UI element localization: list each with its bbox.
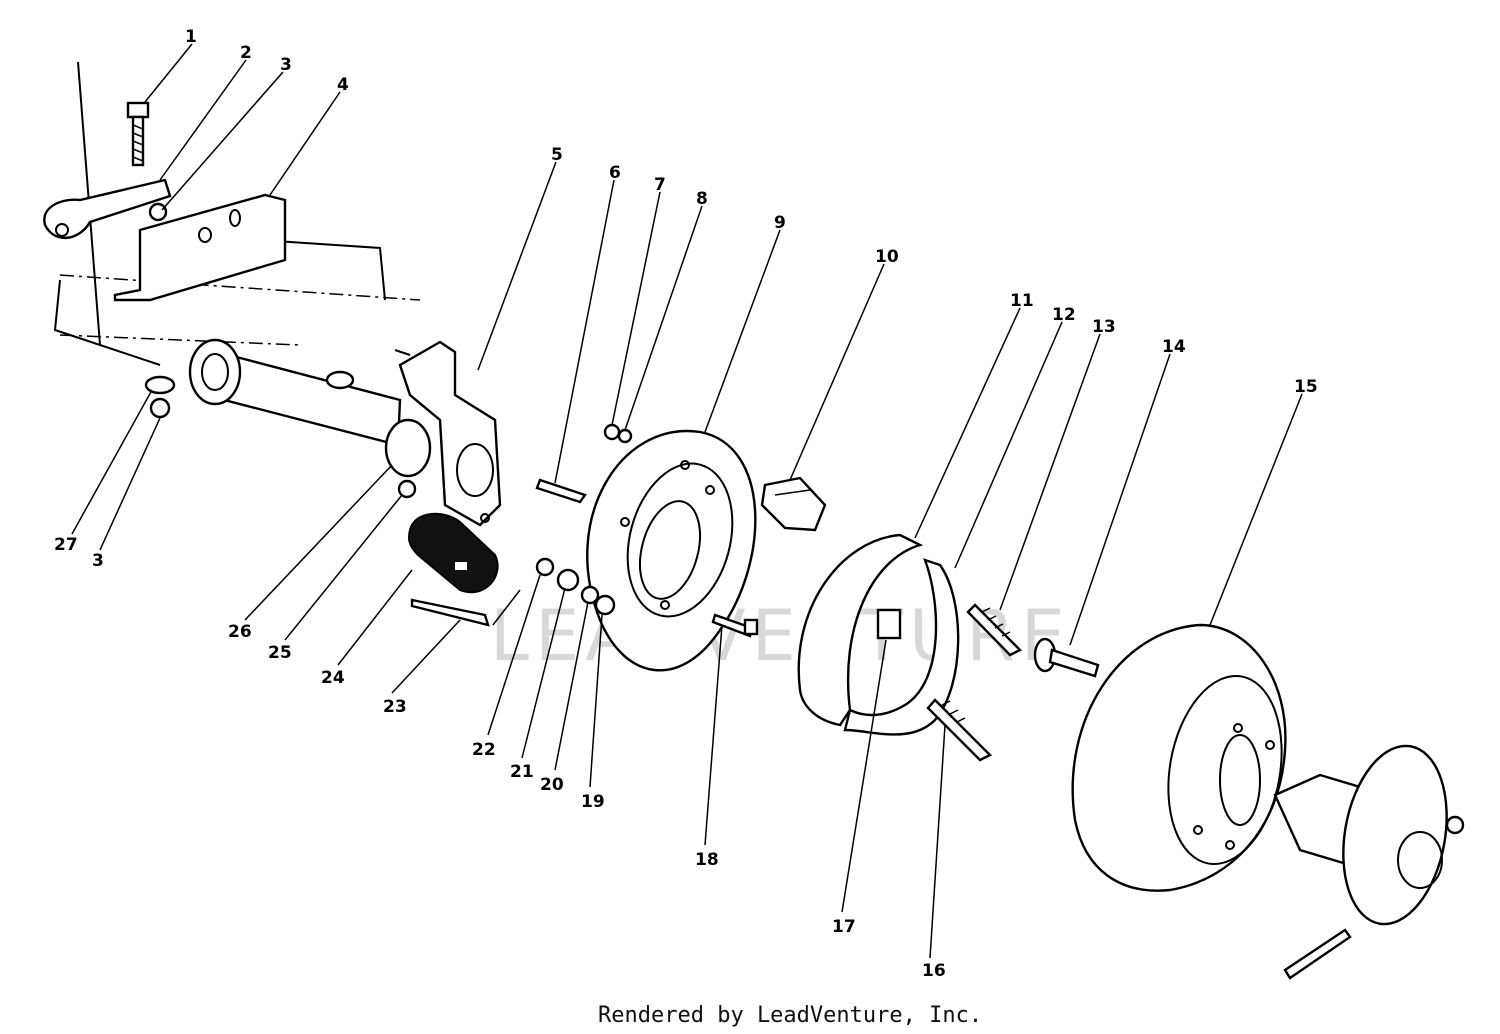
nut-part-25 (397, 479, 417, 499)
cotter-pin-part-23 (410, 598, 490, 627)
callout-15: 15 (1294, 377, 1318, 397)
callout-27: 27 (54, 535, 78, 555)
callout-3-lower: 3 (92, 551, 104, 571)
washer-part-27 (144, 375, 176, 395)
spring-part-16 (926, 698, 993, 762)
callout-24: 24 (321, 668, 345, 688)
watermark-text: LEADVENTURE (490, 595, 1071, 677)
callout-17: 17 (832, 917, 856, 937)
callout-10: 10 (875, 247, 899, 267)
callout-14: 14 (1162, 337, 1186, 357)
leader-lines (71, 43, 1303, 959)
pin-part-6 (535, 478, 587, 504)
nut-part-22 (535, 557, 555, 577)
callout-6: 6 (609, 163, 621, 183)
brake-shoe-part-12 (843, 558, 960, 736)
callout-20: 20 (540, 775, 564, 795)
bolt-part-18 (711, 613, 759, 638)
callout-4: 4 (337, 75, 349, 95)
bracket-part-4 (113, 193, 287, 302)
cam-block-part-10 (760, 476, 827, 532)
callout-16: 16 (922, 961, 946, 981)
callout-5: 5 (551, 145, 563, 165)
nut-part-3-lower (149, 397, 171, 419)
callout-7: 7 (654, 175, 666, 195)
callout-19: 19 (581, 792, 605, 812)
callout-21: 21 (510, 762, 534, 782)
callout-25: 25 (268, 643, 292, 663)
callout-2: 2 (240, 43, 252, 63)
callout-22: 22 (472, 740, 496, 760)
nut-part-7 (603, 423, 621, 441)
callout-8: 8 (696, 189, 708, 209)
wheel-hub (1273, 744, 1465, 980)
callout-18: 18 (695, 850, 719, 870)
frame-and-axle (53, 61, 432, 478)
nut-part-3 (148, 202, 168, 222)
washer-part-8 (617, 428, 633, 444)
washer-part-20 (580, 585, 600, 605)
callout-26: 26 (228, 622, 252, 642)
callout-labels: 1 2 3 4 5 6 7 8 9 10 11 12 13 14 15 3 27… (54, 27, 1318, 981)
callout-12: 12 (1052, 305, 1076, 325)
brake-drum-part-15 (1071, 623, 1287, 892)
washer-part-19 (594, 594, 616, 616)
footer-credit: Rendered by LeadVenture, Inc. (598, 1003, 982, 1028)
brake-bracket-part-5 (394, 340, 502, 527)
callout-3: 3 (280, 55, 292, 75)
bolt-part-1 (126, 101, 150, 167)
backing-plate-part-9 (586, 429, 757, 672)
spring-part-13 (966, 603, 1023, 657)
callout-1: 1 (185, 27, 197, 47)
callout-23: 23 (383, 697, 407, 717)
brake-shoe-part-11 (797, 533, 924, 727)
callout-11: 11 (1010, 291, 1034, 311)
callout-9: 9 (774, 213, 786, 233)
brake-pad-part-24 (408, 512, 499, 594)
lever-part-2 (43, 178, 172, 240)
washer-part-21 (556, 568, 580, 592)
callout-13: 13 (1092, 317, 1116, 337)
stud-part-14 (1033, 637, 1100, 678)
